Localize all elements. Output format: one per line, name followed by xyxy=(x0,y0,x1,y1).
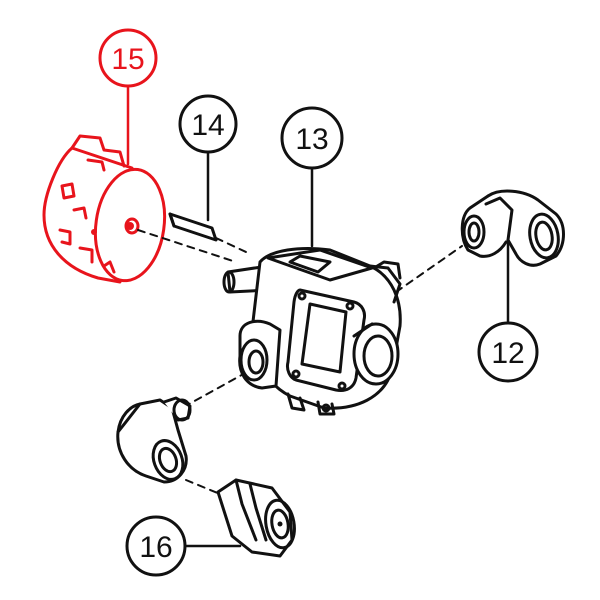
part-14-key[interactable] xyxy=(168,212,218,242)
callout-15-label: 15 xyxy=(111,43,144,76)
callout-13-label: 13 xyxy=(295,123,328,156)
callout-12-label: 12 xyxy=(491,337,524,370)
leader-lines xyxy=(126,84,510,548)
elbow-fitting-lower[interactable] xyxy=(116,396,192,484)
callout-13[interactable]: 13 xyxy=(280,106,344,170)
callout-14[interactable]: 14 xyxy=(178,94,238,154)
callout-15[interactable]: 15 xyxy=(98,28,158,88)
callout-16-label: 16 xyxy=(139,531,172,564)
part-13-valve-body[interactable] xyxy=(222,247,402,416)
callout-12[interactable]: 12 xyxy=(477,321,539,383)
part-12-elbow-fitting[interactable] xyxy=(460,189,565,267)
part-15-coupling[interactable] xyxy=(42,134,171,285)
callout-14-label: 14 xyxy=(191,109,224,142)
callout-16[interactable]: 16 xyxy=(125,515,187,577)
part-16-plug-fitting[interactable] xyxy=(185,478,298,558)
